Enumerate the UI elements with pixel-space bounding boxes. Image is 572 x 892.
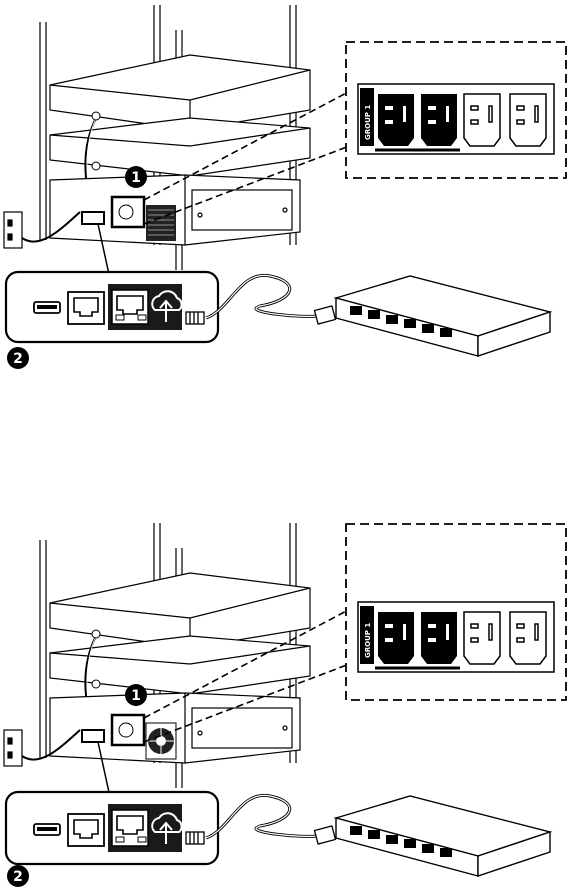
outlet-2: [421, 94, 457, 146]
figure-bottom: 1 GROUP 1: [0, 518, 572, 892]
outlet-3: [464, 94, 500, 146]
ups-rear-vent: [146, 205, 176, 241]
outlet-3: [464, 612, 500, 664]
outlet-1: [378, 94, 414, 146]
figure-top-svg: 1 GROUP 1: [0, 0, 572, 400]
callout-1-label: 1: [131, 170, 141, 186]
outlet-1: [378, 612, 414, 664]
outlet-group-panel: GROUP 1: [358, 602, 554, 672]
ethernet-port-1: [68, 814, 104, 846]
ups-network-port-highlight: [82, 212, 104, 224]
ups-outlet-highlight: [112, 715, 144, 745]
switch-connector: [314, 826, 335, 844]
rack-server-middle: [50, 636, 310, 694]
rear-panel-zoom: [6, 272, 218, 342]
rear-panel-zoom: [6, 792, 218, 864]
callout-1: 1: [125, 166, 147, 188]
ethernet-port-2: [112, 290, 148, 324]
ups-outlet-highlight: [112, 197, 144, 227]
ups-network-port-highlight: [82, 730, 104, 742]
outlet-group-label: GROUP 1: [364, 623, 372, 658]
callout-1: 1: [125, 684, 147, 706]
callout-2: 2: [7, 865, 29, 887]
rack-server-middle: [50, 118, 310, 176]
outlet-group-panel: GROUP 1: [358, 84, 554, 154]
ethernet-port-2: [112, 810, 148, 846]
outlet-4: [510, 612, 546, 664]
wall-outlet: [4, 730, 22, 766]
callout-2-label: 2: [13, 869, 23, 885]
callout-1-label: 1: [131, 688, 141, 704]
ethernet-port-1: [68, 292, 104, 324]
figure-top: 1 GROUP 1: [0, 0, 572, 400]
outlet-4: [510, 94, 546, 146]
ethernet-plug: [186, 312, 204, 324]
outlet-2: [421, 612, 457, 664]
outlet-group-label: GROUP 1: [364, 105, 372, 140]
callout-2: 2: [7, 347, 29, 369]
figure-bottom-svg: 1 GROUP 1: [0, 518, 572, 892]
callout-2-label: 2: [13, 351, 23, 367]
ups-rear-fan: [146, 723, 176, 759]
switch-connector: [314, 306, 335, 324]
wall-outlet: [4, 212, 22, 248]
ethernet-plug: [186, 832, 204, 844]
